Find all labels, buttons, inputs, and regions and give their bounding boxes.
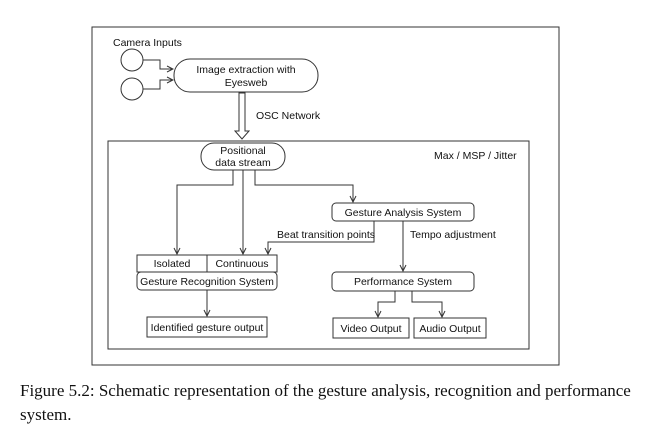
beat-transition-arrow	[268, 221, 375, 254]
gesture-recognition-system-label: Gesture Recognition System	[140, 276, 274, 288]
positional-to-isolated-arrow	[177, 170, 234, 254]
audio-output-node	[413, 317, 487, 339]
outer-frame	[91, 26, 560, 366]
camera-inputs-label: Camera Inputs	[113, 37, 182, 49]
beat-transition-label-bg	[274, 228, 370, 241]
camera-1-arrow	[143, 59, 173, 69]
gesture-analysis-system-label: Gesture Analysis System	[345, 207, 462, 219]
performance-system-node	[331, 271, 475, 292]
tempo-adjustment-label: Tempo adjustment	[410, 229, 496, 241]
max-msp-jitter-frame	[107, 140, 530, 350]
camera-2-arrow	[143, 80, 173, 90]
video-output-node	[332, 317, 410, 339]
identified-gesture-output-label: Identified gesture output	[151, 322, 264, 334]
camera-input-1-icon	[120, 48, 144, 72]
performance-to-video-arrow	[378, 291, 396, 317]
framework-label: Max / MSP / Jitter	[434, 150, 517, 162]
positional-label-line1: Positional	[220, 145, 266, 157]
performance-system-label: Performance System	[354, 276, 452, 288]
osc-network-arrow	[233, 92, 251, 140]
identified-gesture-output-node	[146, 316, 268, 338]
isolated-label: Isolated	[154, 258, 191, 270]
audio-output-label: Audio Output	[419, 323, 480, 335]
video-output-label: Video Output	[340, 323, 401, 335]
positional-to-analysis-arrow	[254, 170, 353, 202]
osc-network-label: OSC Network	[256, 110, 321, 122]
continuous-label: Continuous	[215, 258, 268, 270]
beat-transition-points-label: Beat transition points	[277, 229, 375, 241]
schematic-diagram: Camera Inputs Image extraction with Eyes…	[91, 26, 560, 366]
image-extraction-label-line1: Image extraction with	[196, 64, 295, 76]
image-extraction-label-line2: Eyesweb	[225, 77, 268, 89]
image-extraction-node	[173, 58, 319, 93]
camera-input-2-icon	[120, 77, 144, 101]
positional-label-line2: data stream	[215, 157, 271, 169]
figure-caption: Figure 5.2: Schematic representation of …	[20, 381, 631, 424]
performance-to-audio-arrow	[411, 291, 442, 317]
